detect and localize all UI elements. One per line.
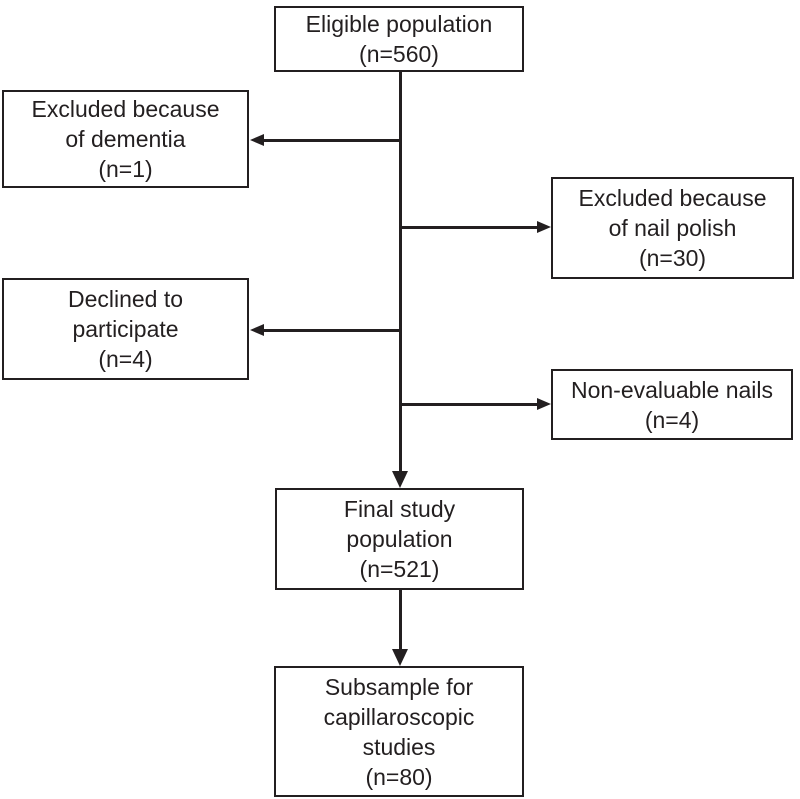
arrowhead-left-icon <box>250 134 264 146</box>
arrowhead-right-icon <box>537 398 551 410</box>
node-subsample-capillaroscopic: Subsample for capillaroscopic studies (n… <box>274 666 524 797</box>
arrowhead-left-icon <box>250 324 264 336</box>
edge-to-non-evaluable <box>402 403 538 406</box>
node-text-line: capillaroscopic <box>323 703 475 730</box>
arrowhead-right-icon <box>537 221 551 233</box>
edge-eligible-to-final <box>399 72 402 472</box>
node-text-line: Final study <box>343 496 456 522</box>
node-count: (n=4) <box>644 406 700 433</box>
node-final-study-population: Final study population (n=521) <box>275 488 524 590</box>
node-count: (n=560) <box>359 41 439 67</box>
node-text-line: Non-evaluable nails <box>570 376 773 403</box>
node-count: (n=30) <box>638 245 707 271</box>
node-eligible-population: Eligible population (n=560) <box>274 6 524 72</box>
node-text-line: Excluded because <box>578 185 767 211</box>
node-text-line: of dementia <box>65 126 186 152</box>
node-count: (n=80) <box>365 763 433 790</box>
node-text-line: Eligible population <box>305 11 493 37</box>
node-text-line: participate <box>72 316 179 342</box>
node-count: (n=521) <box>359 556 440 582</box>
arrowhead-down-icon <box>392 471 408 488</box>
node-excluded-nail-polish: Excluded because of nail polish (n=30) <box>551 177 794 279</box>
edge-final-to-subsample <box>399 590 402 650</box>
node-text-line: Subsample for <box>324 673 474 700</box>
node-count: (n=4) <box>98 346 153 372</box>
node-excluded-dementia: Excluded because of dementia (n=1) <box>2 90 249 188</box>
node-text-line: Excluded because <box>31 96 220 122</box>
edge-to-dementia <box>264 139 400 142</box>
node-declined-to-participate: Declined to participate (n=4) <box>2 278 249 380</box>
node-text-line: of nail polish <box>608 215 737 241</box>
edge-to-nail-polish <box>402 226 538 229</box>
node-text-line: population <box>346 526 453 552</box>
node-non-evaluable-nails: Non-evaluable nails (n=4) <box>551 369 793 440</box>
arrowhead-down-icon <box>392 649 408 666</box>
node-text-line: Declined to <box>67 286 184 312</box>
node-count: (n=1) <box>98 156 153 182</box>
node-text-line: studies <box>362 733 436 760</box>
edge-to-declined <box>264 329 400 332</box>
